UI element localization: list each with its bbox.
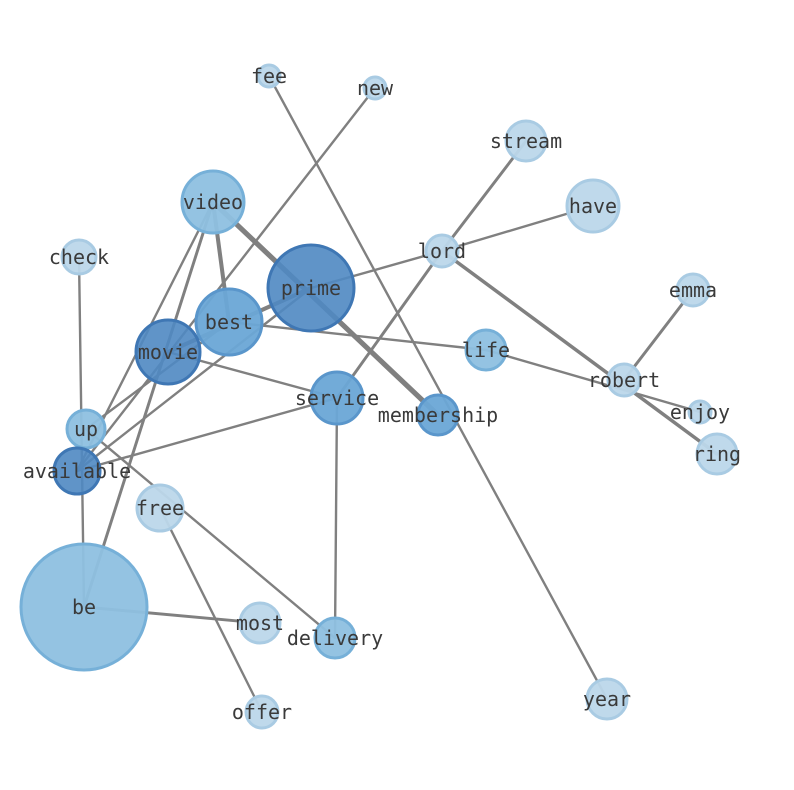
node-lord	[424, 233, 460, 269]
node-check	[60, 238, 98, 276]
node-label-video: video	[183, 190, 243, 214]
node-label-movie: movie	[138, 340, 198, 364]
node-movie	[134, 318, 202, 386]
node-stream	[504, 119, 548, 163]
node-prime	[266, 243, 356, 333]
edge-service-delivery	[333, 396, 339, 640]
node-ring	[695, 432, 739, 476]
node-most	[238, 601, 282, 645]
node-year	[585, 677, 629, 721]
node-fee	[256, 63, 282, 89]
node-label-have: have	[569, 194, 617, 218]
node-offer	[244, 694, 280, 730]
node-label-be: be	[72, 595, 96, 619]
edge-lord-stream	[440, 139, 528, 253]
node-label-prime: prime	[281, 276, 341, 300]
node-enjoy	[687, 399, 713, 425]
node-available	[52, 446, 102, 496]
node-label-delivery: delivery	[287, 626, 383, 650]
edge-fee-year	[267, 74, 609, 701]
node-label-ring: ring	[693, 442, 741, 466]
node-new	[362, 75, 388, 101]
node-robert	[606, 362, 642, 398]
node-label-stream: stream	[490, 129, 562, 153]
edge-lord-ring	[440, 249, 719, 456]
edge-lord-service	[335, 249, 444, 400]
node-label-life: life	[462, 338, 510, 362]
node-label-lord: lord	[418, 239, 466, 263]
node-have	[565, 178, 621, 234]
node-label-best: best	[205, 310, 253, 334]
edge-prime-available	[75, 286, 313, 473]
node-up	[65, 408, 107, 450]
node-label-membership: membership	[378, 403, 498, 427]
node-service	[309, 370, 365, 426]
node-free	[135, 483, 185, 533]
label-layer: fee new stream have video check lord prime emma b…	[23, 64, 741, 724]
node-label-offer: offer	[232, 700, 292, 724]
node-layer	[19, 63, 739, 730]
node-label-year: year	[583, 687, 631, 711]
node-video	[180, 169, 246, 235]
node-emma	[675, 272, 711, 308]
node-delivery	[313, 616, 357, 660]
node-life	[464, 328, 508, 372]
node-be	[19, 542, 149, 672]
node-label-robert: robert	[588, 368, 660, 392]
edge-robert-emma	[622, 288, 695, 382]
node-label-available: available	[23, 459, 131, 483]
edge-new-available	[75, 86, 377, 473]
node-label-free: free	[136, 496, 184, 520]
edge-up-delivery	[84, 427, 337, 640]
node-label-emma: emma	[669, 278, 717, 302]
node-label-up: up	[74, 417, 98, 441]
edge-life-enjoy	[484, 348, 702, 414]
node-label-enjoy: enjoy	[670, 400, 730, 424]
node-label-service: service	[295, 386, 379, 410]
node-best	[194, 287, 264, 357]
edge-free-offer	[158, 506, 264, 714]
edge-best-life	[227, 320, 488, 352]
node-label-check: check	[49, 245, 109, 269]
edge-video-be	[82, 200, 215, 609]
node-label-new: new	[357, 76, 394, 100]
node-membership	[416, 393, 460, 437]
node-label-fee: fee	[251, 64, 287, 88]
node-label-most: most	[236, 611, 284, 635]
